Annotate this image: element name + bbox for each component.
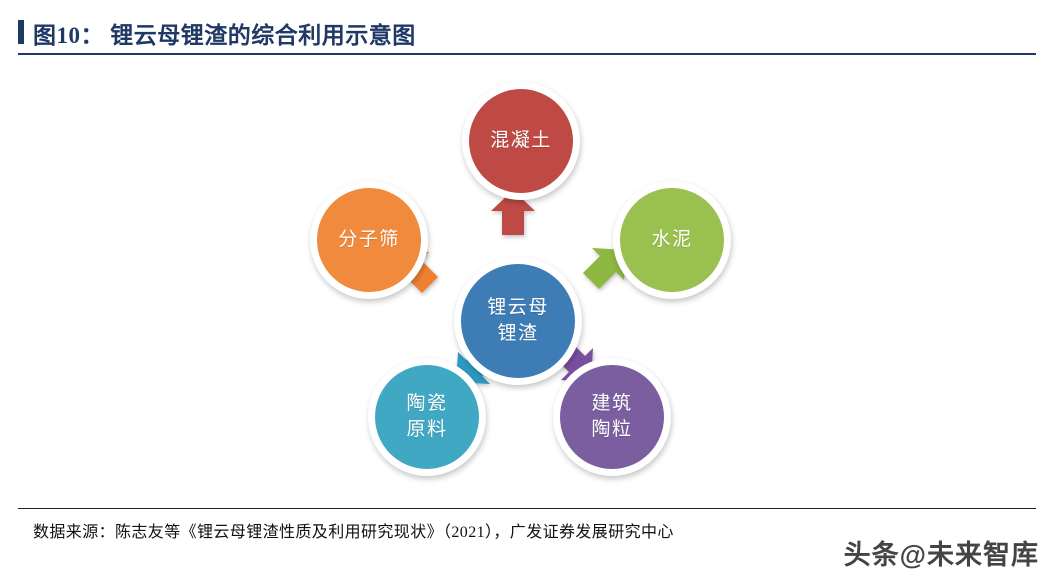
node-building-ceramsite[interactable]: 建筑 陶粒 xyxy=(553,358,671,476)
node-concrete-label: 混凝土 xyxy=(490,130,552,152)
footer-divider xyxy=(18,508,1036,509)
title-accent-bar xyxy=(18,20,24,44)
node-cement[interactable]: 水泥 xyxy=(613,181,731,299)
node-building-ceramsite-disc: 建筑 陶粒 xyxy=(560,365,664,469)
node-cement-disc: 水泥 xyxy=(620,188,724,292)
title-divider xyxy=(18,53,1036,55)
node-concrete[interactable]: 混凝土 xyxy=(462,82,580,200)
page-title: 图10： 锂云母锂渣的综合利用示意图 xyxy=(33,23,416,48)
node-cement-label: 水泥 xyxy=(651,229,693,251)
diagram-canvas: 锂云母 锂渣 混凝土 水泥 建筑 陶粒 陶瓷 原料 分子筛 xyxy=(0,56,1053,502)
node-concrete-disc: 混凝土 xyxy=(469,89,573,193)
node-center-label: 锂云母 锂渣 xyxy=(487,297,549,344)
node-ceramic-raw-material[interactable]: 陶瓷 原料 xyxy=(368,358,486,476)
node-building-ceramsite-label: 建筑 陶粒 xyxy=(591,393,633,440)
figure-header: 图10： 锂云母锂渣的综合利用示意图 xyxy=(0,0,1053,56)
node-molecular-sieve-label: 分子筛 xyxy=(338,229,400,251)
arrow-to-concrete xyxy=(491,190,535,235)
node-center-lithium-slag[interactable]: 锂云母 锂渣 xyxy=(454,257,582,385)
node-ceramic-raw-material-disc: 陶瓷 原料 xyxy=(375,365,479,469)
source-note: 数据来源：陈志友等《锂云母锂渣性质及利用研究现状》（2021），广发证券发展研究… xyxy=(33,524,674,541)
watermark: 头条@未来智库 xyxy=(843,540,1039,570)
node-molecular-sieve-disc: 分子筛 xyxy=(317,188,421,292)
node-ceramic-raw-material-label: 陶瓷 原料 xyxy=(406,393,448,440)
node-center-disc: 锂云母 锂渣 xyxy=(461,264,575,378)
node-molecular-sieve[interactable]: 分子筛 xyxy=(310,181,428,299)
